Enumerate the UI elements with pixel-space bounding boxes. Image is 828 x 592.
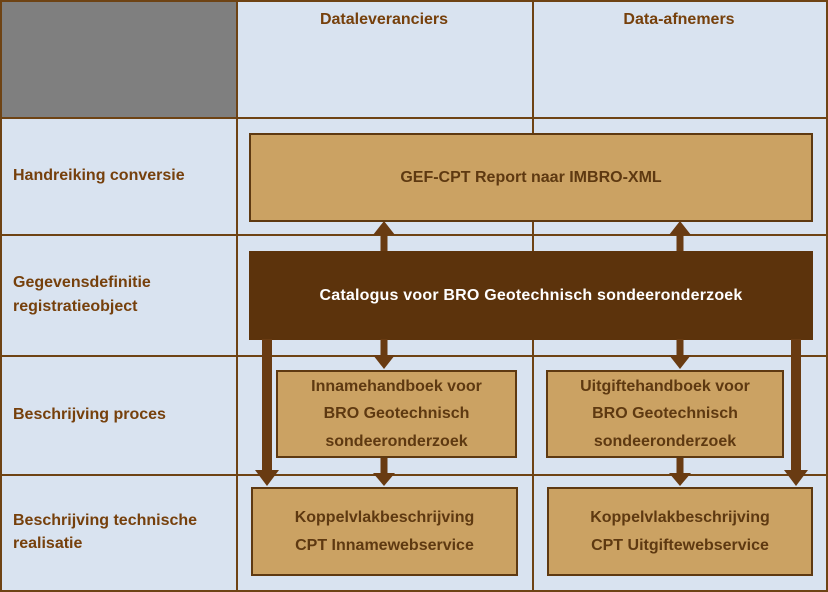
arrow-catalogus-to-gef-left-icon [373, 221, 395, 251]
gef-cpt-report-box: GEF-CPT Report naar IMBRO-XML [249, 133, 813, 222]
row-label-beschrijving-technische-realisatie: Beschrijving technische realisatie [13, 511, 198, 552]
grid-row-line-3 [2, 355, 826, 357]
row-label-handreiking-conversie: Handreiking conversie [13, 166, 185, 184]
column-header-data-afnemers: Data-afnemers [623, 11, 735, 28]
grid-col-line-1 [236, 2, 238, 590]
row-label-gegevensdefinitie-registratieobject: Gegevensdefinitie registratieobject [13, 274, 151, 315]
column-header-dataleveranciers: Dataleveranciers [319, 11, 449, 28]
arrow-catalogus-to-innamehandboek-icon [373, 339, 395, 369]
catalogus-box: Catalogus voor BRO Geotechnisch sondeero… [249, 251, 813, 340]
row-label-beschrijving-proces: Beschrijving proces [13, 405, 166, 423]
innamehandboek-box: Innamehandboek voor BRO Geotechnisch son… [276, 370, 517, 458]
koppelvlak-inname-box: Koppelvlakbeschrijving CPT Innamewebserv… [251, 487, 518, 576]
koppelvlak-uitgifte-box: Koppelvlakbeschrijving CPT Uitgiftewebse… [547, 487, 813, 576]
arrow-uitgiftehandboek-to-koppelvlak-icon [669, 458, 691, 486]
corner-cell [2, 2, 236, 117]
arrow-catalogus-to-koppelvlak-uitgifte-icon [784, 339, 808, 486]
grid-row-line-4 [2, 474, 826, 476]
grid-row-line-1 [2, 117, 826, 119]
grid-row-line-2 [2, 234, 826, 236]
arrow-innamehandboek-to-koppelvlak-icon [373, 458, 395, 486]
arrow-catalogus-to-gef-right-icon [669, 221, 691, 251]
arrow-catalogus-to-uitgiftehandboek-icon [669, 339, 691, 369]
uitgiftehandboek-box: Uitgiftehandboek voor BRO Geotechnisch s… [546, 370, 784, 458]
